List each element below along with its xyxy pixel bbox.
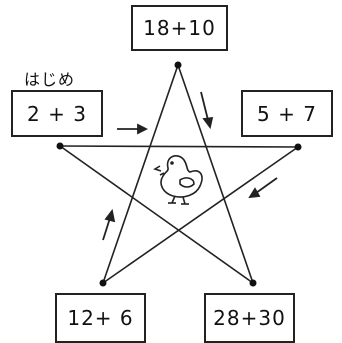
problem-box-right: 5 + 7: [241, 90, 333, 137]
vertex-dot: [56, 142, 64, 150]
vertex-dot: [249, 279, 257, 287]
arrow-down-left-icon: [248, 177, 278, 199]
arrow-down-icon: [200, 91, 214, 130]
star-edge: [177, 64, 254, 284]
start-label: はじめ: [24, 70, 76, 89]
star-edge: [102, 64, 179, 284]
vertex-dot: [174, 61, 182, 69]
star-edge: [59, 145, 299, 148]
arrow-up-icon: [102, 208, 116, 241]
arrow-right-icon: [117, 123, 149, 135]
problem-box-bottom-left: 12+ 6: [55, 293, 146, 343]
vertex-dot: [99, 279, 107, 287]
star-vertices: [56, 61, 302, 287]
star-lines: [59, 64, 299, 284]
star-edge: [102, 146, 299, 284]
vertex-dot: [294, 143, 302, 151]
problem-box-left: 2 + 3: [11, 90, 103, 137]
star-edge: [59, 145, 254, 284]
problem-box-top: 18+10: [131, 5, 228, 51]
problem-box-bottom-right: 28+30: [204, 293, 295, 343]
chick-icon: [153, 155, 203, 205]
